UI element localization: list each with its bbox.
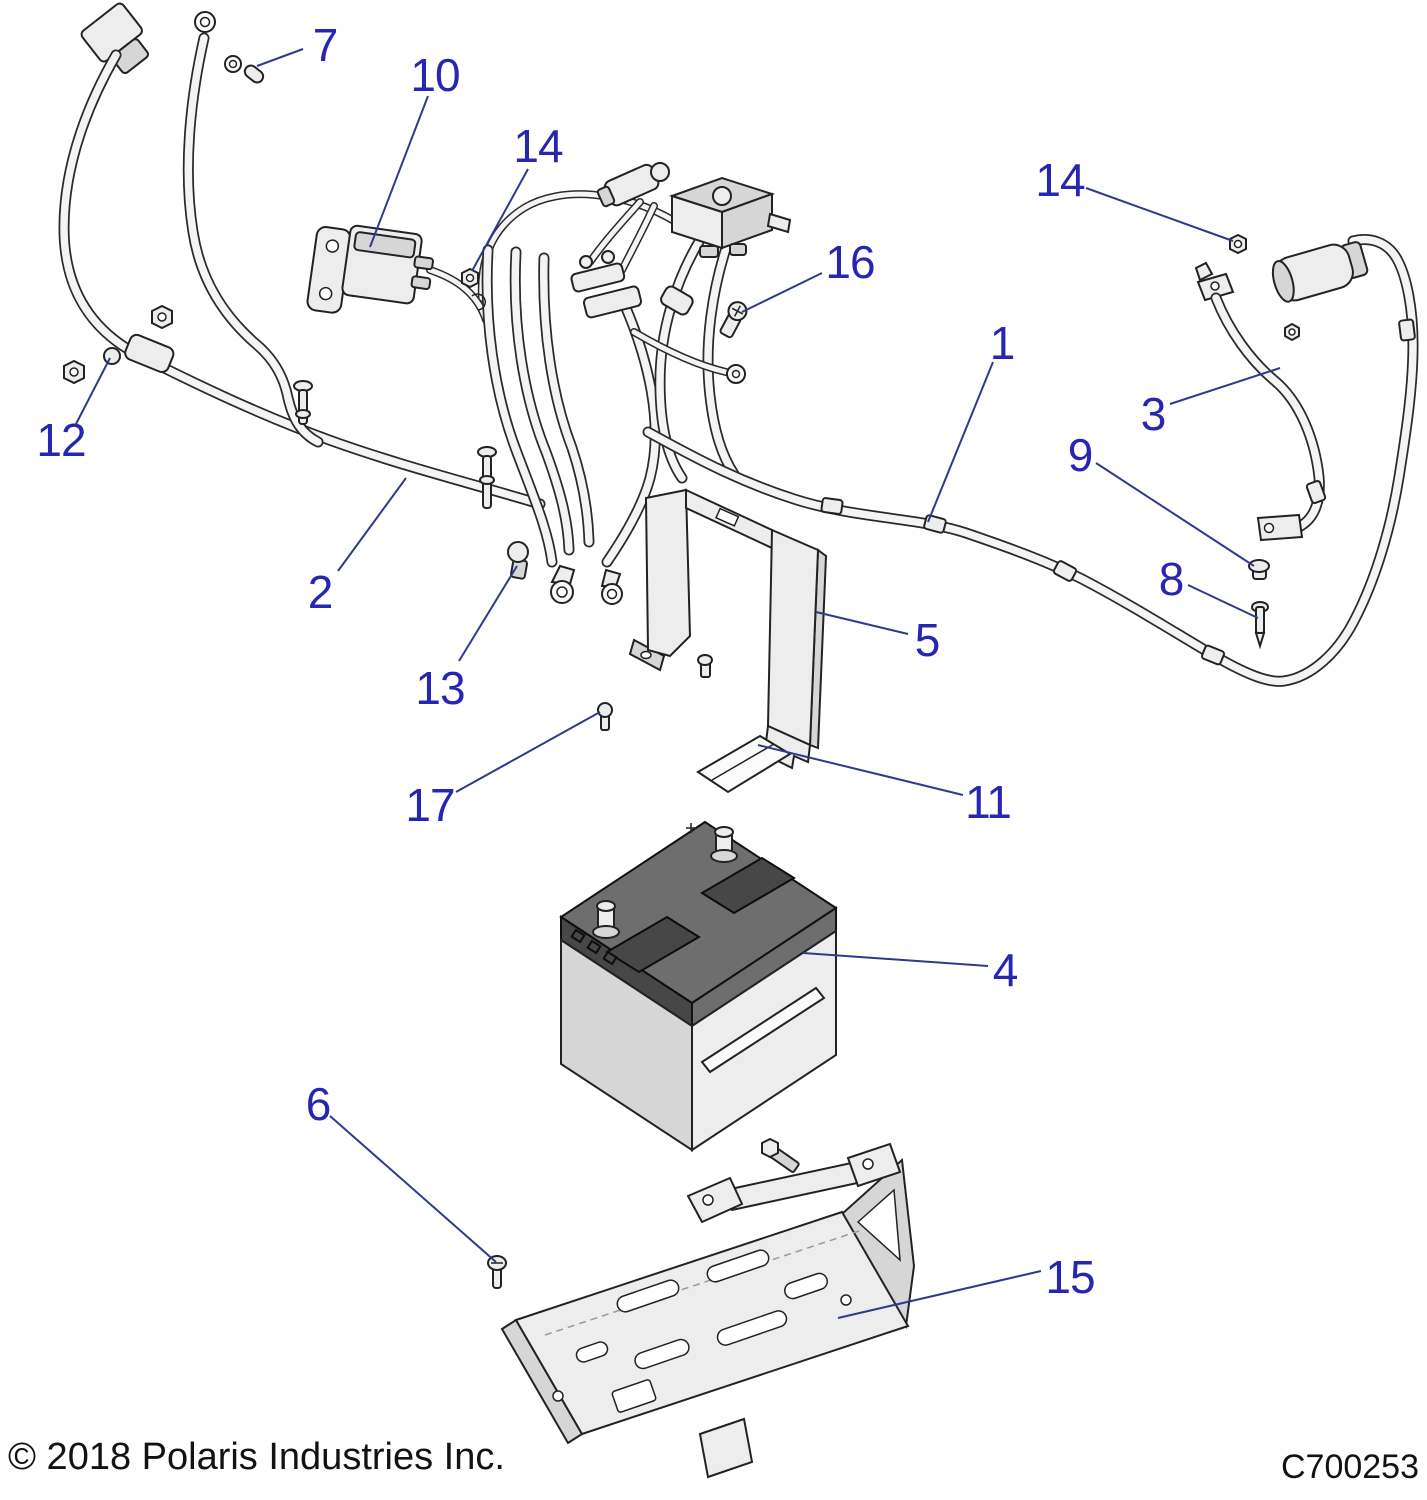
callout-11: 11: [965, 776, 1012, 828]
callout-4: 4: [992, 944, 1019, 996]
harness-eyelet-terminal: [726, 364, 746, 384]
callout-1: 1: [989, 317, 1016, 369]
callout-9: 9: [1067, 429, 1094, 481]
callout-12: 12: [36, 414, 86, 466]
battery-terminal-clamp: [570, 250, 643, 319]
battery-illustration: [559, 820, 838, 1152]
diagram-part-code: C700253: [1280, 1448, 1419, 1486]
c-clip: [471, 293, 486, 311]
callout-6: 6: [305, 1078, 332, 1130]
callout-14: 14: [513, 120, 563, 172]
callout-15: 15: [1045, 1251, 1095, 1303]
callout-3: 3: [1140, 388, 1167, 440]
push-clip: [293, 380, 313, 425]
rivet: [697, 654, 713, 678]
left-cable-connector: [80, 2, 150, 75]
hex-nut: [1284, 322, 1300, 342]
push-clip: [477, 446, 497, 509]
battery-cable-long: [642, 234, 1419, 687]
screw: [597, 702, 613, 731]
battery-cable-ground: [1194, 261, 1327, 542]
harness-cable-clamp: [660, 285, 694, 316]
main-harness: [426, 190, 740, 568]
callout-17: 17: [405, 779, 455, 831]
callout-10: 10: [410, 49, 460, 101]
terminal-boot: [1271, 241, 1369, 303]
battery-strap-bracket: [628, 488, 828, 770]
hex-nut: [151, 304, 173, 330]
harness-ring-terminals: [550, 564, 623, 605]
washer-and-spacer: [224, 55, 265, 84]
callout-8: 8: [1158, 553, 1185, 605]
battery-tray-bolt: [761, 1137, 800, 1173]
left-cable-ground: [182, 11, 324, 448]
callout-2: 2: [307, 566, 334, 618]
harness-small-connector: [596, 162, 670, 208]
battery-tray-bracket: [500, 1142, 916, 1479]
copyright-text: © 2018 Polaris Industries Inc.: [8, 1436, 505, 1478]
harness-connector-block: [668, 176, 792, 258]
hex-nut: [461, 267, 479, 289]
callout-7: 7: [312, 19, 339, 71]
callout-14: 14: [1035, 154, 1085, 206]
callout-13: 13: [415, 662, 465, 714]
hex-nut: [1229, 233, 1247, 255]
callout-5: 5: [914, 614, 941, 666]
callout-16: 16: [825, 236, 875, 288]
